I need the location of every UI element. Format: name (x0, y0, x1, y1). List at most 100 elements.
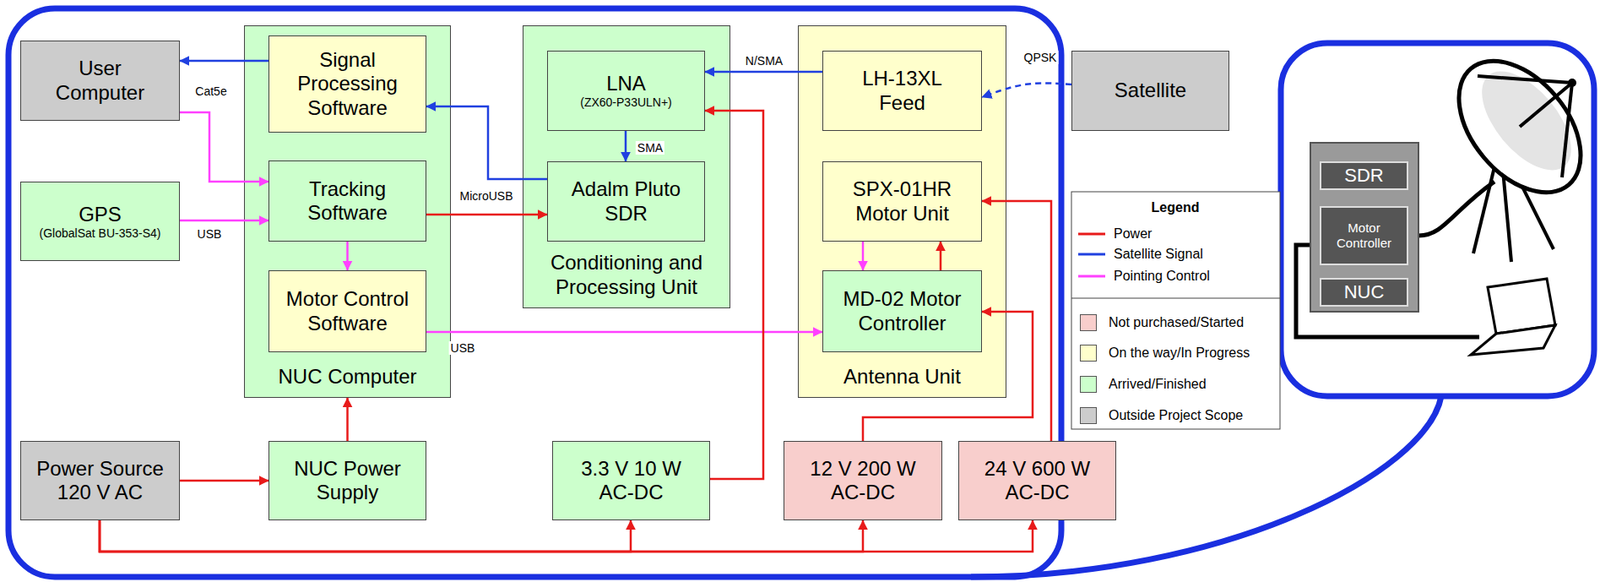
text-block: SPX-01HR Motor Unit (836, 177, 968, 226)
edge-label: Cat5e (193, 84, 228, 98)
component-box: 24 V 600 W AC-DC (958, 440, 1117, 521)
node-label: Satellite (1114, 78, 1187, 103)
component-box: GPS(GlobalSat BU-353-S4) (20, 181, 180, 261)
text-block: Antenna Unit (843, 364, 961, 389)
component-box: Motor Control Software (268, 270, 427, 353)
node-label: Motor Control Software (282, 287, 413, 336)
component-box: SPX-01HR Motor Unit (822, 161, 982, 242)
connector (426, 330, 823, 334)
edge-label: USB (449, 341, 478, 355)
connector (346, 397, 349, 441)
text-block: NUC (1344, 281, 1385, 304)
module-box: Motor Controller (1319, 206, 1409, 266)
legend-text: On the way/In Progress (1108, 345, 1250, 361)
feed-strut (1477, 75, 1573, 83)
text-block: Satellite (1114, 78, 1187, 103)
text-block: LNA(ZX60-P33ULN+) (580, 71, 673, 110)
text-block: MD-02 Motor Controller (836, 287, 968, 336)
dish-shading (1464, 55, 1588, 186)
feed-strut (1562, 82, 1573, 178)
legend-line (1078, 275, 1106, 278)
legend-item: Pointing Control (1078, 266, 1210, 286)
legend-text: Not purchased/Started (1108, 314, 1244, 331)
component-box: 3.3 V 10 W AC-DC (552, 440, 711, 521)
text-block: 3.3 V 10 W AC-DC (566, 456, 696, 505)
text-block: Power Source 120 V AC (34, 456, 166, 505)
legend-item: Not purchased/Started (1079, 313, 1244, 332)
node-label: Conditioning and Processing Unit (531, 250, 722, 299)
legend-line-sample (1078, 224, 1107, 244)
text-block: 24 V 600 W AC-DC (972, 456, 1102, 505)
node-label: Adalm Pluto SDR (561, 177, 691, 226)
connector (99, 520, 631, 552)
component-box: LNA(ZX60-P33ULN+) (547, 50, 706, 131)
text-block: Motor Controller (1324, 220, 1404, 250)
edge-label: N/SMA (743, 54, 785, 68)
text-block: GPS(GlobalSat BU-353-S4) (39, 202, 162, 241)
component-box: MD-02 Motor Controller (822, 270, 982, 353)
equipment-housing (1310, 142, 1419, 312)
module-box: NUC (1319, 277, 1409, 307)
legend-title: Legend (1151, 200, 1200, 216)
laptop-keyboard (1470, 325, 1556, 355)
part-number: (GlobalSat BU-353-S4) (39, 226, 162, 241)
node-label: SDR (1344, 164, 1384, 187)
component-box: Adalm Pluto SDR (547, 161, 706, 242)
node-label: SPX-01HR Motor Unit (836, 177, 968, 226)
legend-item: Outside Project Scope (1079, 406, 1243, 425)
unit-group: Antenna Unit LH-13XL FeedSPX-01HR Motor U… (797, 25, 1007, 398)
node-label: Power Source 120 V AC (34, 456, 166, 505)
legend-line (1078, 253, 1106, 256)
edge-label: SMA (635, 141, 665, 155)
text-block: SDR (1344, 164, 1384, 187)
node-label: Motor Controller (1324, 220, 1404, 250)
node-label: LH-13XL Feed (836, 66, 968, 115)
text-block: Tracking Software (282, 177, 413, 226)
node-label: 24 V 600 W AC-DC (972, 456, 1102, 505)
text-block: LH-13XL Feed (836, 66, 968, 115)
legend-swatch (1079, 344, 1097, 362)
legend-item: Power (1078, 224, 1152, 244)
legend-line (1078, 233, 1106, 236)
legend-text: Outside Project Scope (1108, 407, 1243, 424)
component-box: 12 V 200 W AC-DC (783, 440, 943, 521)
legend-item: On the way/In Progress (1079, 343, 1250, 363)
part-number: (ZX60-P33ULN+) (580, 95, 673, 110)
connector (99, 520, 863, 552)
legend-text: Arrived/Finished (1108, 376, 1207, 392)
legend-swatch (1079, 406, 1097, 424)
component-box: Power Source 120 V AC (20, 440, 180, 521)
dish-reflector (1434, 37, 1600, 216)
component-box: User Computer (20, 40, 180, 121)
legend-text: Pointing Control (1113, 268, 1210, 284)
legend-text: Power (1113, 226, 1152, 242)
node-label: Antenna Unit (843, 364, 961, 389)
connector (179, 479, 269, 483)
feed-strut (1519, 82, 1573, 127)
component-box: NUC Power Supply (268, 440, 427, 521)
node-label: NUC Power Supply (282, 456, 413, 505)
text-block: Conditioning and Processing Unit (531, 250, 722, 299)
component-box: Signal Processing Software (268, 35, 427, 133)
legend-text: Satellite Signal (1113, 246, 1204, 262)
text-block: Motor Control Software (282, 287, 413, 336)
node-label: 3.3 V 10 W AC-DC (566, 456, 696, 505)
text-block: Adalm Pluto SDR (561, 177, 691, 226)
node-label: Tracking Software (282, 177, 413, 226)
edge-label: USB (195, 227, 224, 241)
legend-swatch (1079, 375, 1097, 393)
node-label: GPS (39, 202, 162, 227)
legend-line-sample (1078, 244, 1107, 264)
legend-box (1071, 191, 1280, 429)
legend-line-sample (1078, 266, 1107, 286)
legend-item: Arrived/Finished (1079, 374, 1207, 394)
system-outline (8, 8, 1062, 577)
node-label: 12 V 200 W AC-DC (797, 456, 928, 505)
feed-horn (1567, 78, 1577, 87)
component-box: Tracking Software (268, 160, 427, 242)
legend-item: Satellite Signal (1078, 244, 1204, 264)
legend-divider (1071, 298, 1280, 299)
text-block: 12 V 200 W AC-DC (797, 456, 928, 505)
component-box: LH-13XL Feed (822, 50, 982, 131)
